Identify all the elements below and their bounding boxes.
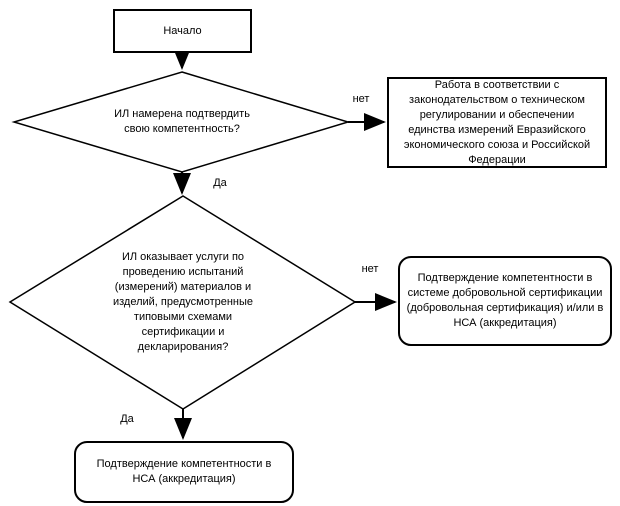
outcome-nsa-node: Подтверждение компетентности в НСА (аккр… [74,441,294,503]
decision1-yes-edge-label: Да [213,177,227,189]
decision1-diamond [11,71,351,173]
start-node-label: Начало [163,24,202,37]
decision2-node: ИЛ оказывает услуги по проведению испыта… [100,248,266,356]
start-node: Начало [113,9,252,53]
outcome-nsa-label: Подтверждение компетентности в НСА (аккр… [96,458,272,485]
decision1-label: ИЛ намерена подтвердить свою компетентно… [114,108,250,135]
outcome-law-label: Работа в соответствии с законодательство… [403,78,591,166]
decision2-no-edge-label: нет [361,263,379,275]
outcome-law-node: Работа в соответствии с законодательство… [387,77,607,168]
outcome-voluntary-node: Подтверждение компетентности в системе д… [398,256,612,346]
decision2-yes-edge-label: Да [120,413,134,425]
decision1-no-edge-label: нет [352,93,370,105]
decision2-label: ИЛ оказывает услуги по проведению испыта… [112,250,254,353]
outcome-voluntary-label: Подтверждение компетентности в системе д… [406,272,604,329]
decision2-diamond [8,195,357,410]
decision1-node: ИЛ намерена подтвердить свою компетентно… [106,95,258,149]
